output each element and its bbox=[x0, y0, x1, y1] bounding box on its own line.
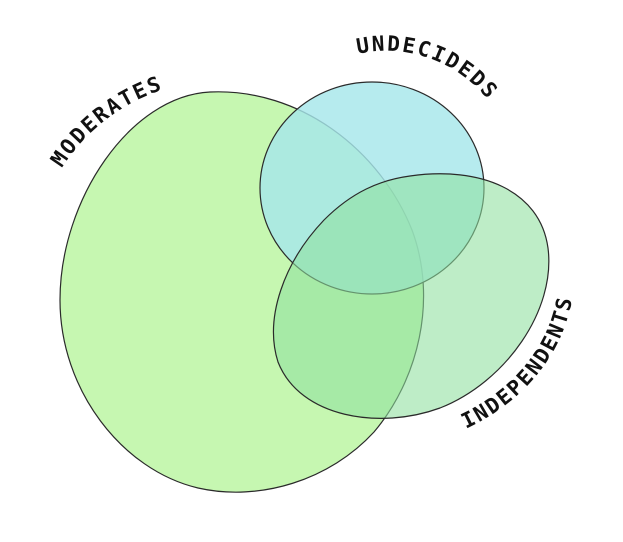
independents-shape bbox=[272, 173, 550, 419]
